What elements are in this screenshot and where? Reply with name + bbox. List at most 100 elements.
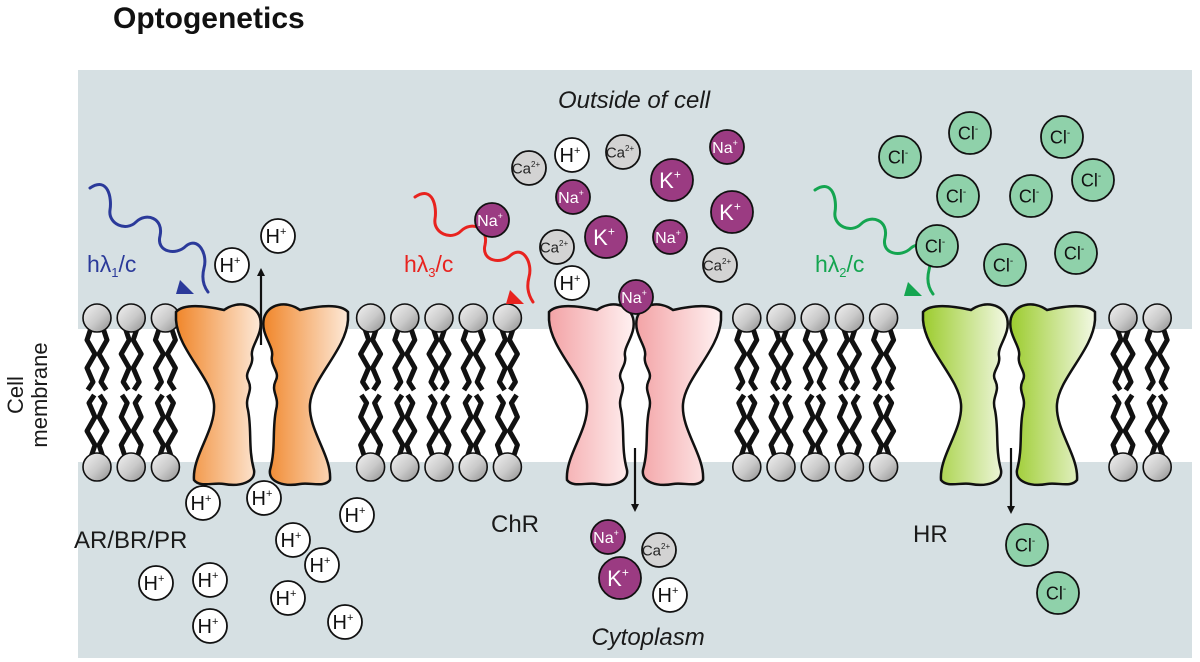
lipid-head <box>458 452 489 482</box>
wave-path <box>413 192 535 304</box>
diagram-title: Optogenetics <box>113 2 305 35</box>
ion-circle <box>555 179 591 215</box>
ion-circle <box>709 129 745 165</box>
channel-hr-right <box>1009 303 1097 487</box>
lipid <box>150 393 181 482</box>
lipid-head <box>116 303 146 333</box>
ion-h: H+ <box>192 608 228 644</box>
ion-symbol: H+ <box>266 226 287 248</box>
lipid-head <box>766 452 796 482</box>
ion-symbol: H+ <box>191 493 212 515</box>
cell-membrane-label-line2: membrane <box>27 342 52 447</box>
ion-h: H+ <box>339 497 375 533</box>
ion-charge: + <box>608 225 615 239</box>
ion-circle <box>605 134 641 170</box>
ion-circle <box>185 485 221 521</box>
ion-charge: 2+ <box>625 144 634 153</box>
lipid <box>355 393 386 482</box>
lipid <box>389 393 420 482</box>
ion-symbol: Na+ <box>712 138 738 157</box>
lipid-head <box>834 303 865 333</box>
ion-cl: Cl- <box>1054 231 1098 275</box>
lipid-head <box>492 303 523 333</box>
lipid <box>800 393 831 482</box>
ion-circle <box>1005 523 1049 567</box>
ion-h: H+ <box>554 137 590 173</box>
ion-charge: - <box>1098 171 1101 182</box>
lipid <box>834 393 865 482</box>
ion-circle <box>554 265 590 301</box>
ion-na: Na+ <box>709 129 745 165</box>
ion-charge: + <box>234 255 240 267</box>
ion-charge: + <box>622 566 629 580</box>
light-wave-chr: hλ3/c <box>404 192 535 304</box>
ion-circle <box>1036 571 1080 615</box>
ion-symbol: Cl- <box>1046 583 1066 603</box>
ion-cl: Cl- <box>1009 174 1053 218</box>
transport-arrows <box>257 268 1015 514</box>
ion-charge: + <box>359 505 365 517</box>
ion-circle <box>304 547 340 583</box>
ion-h: H+ <box>192 562 228 598</box>
channel-ar-br-pr <box>174 303 350 487</box>
ion-charge: + <box>212 570 218 582</box>
pump-label-hr: HR <box>913 521 948 548</box>
ion-charge: + <box>614 528 619 538</box>
lipid-head <box>458 303 489 333</box>
ion-symbol: Cl- <box>993 255 1013 275</box>
lipid-head <box>82 303 112 333</box>
wave-path <box>88 183 210 294</box>
ion-circle <box>192 562 228 598</box>
ion-circle <box>710 190 754 234</box>
lipid-head <box>731 303 762 333</box>
ion-symbol: Cl- <box>1019 186 1039 206</box>
ion-symbol: Cl- <box>925 236 945 256</box>
ion-cl: Cl- <box>936 174 980 218</box>
ion-symbol: Na+ <box>593 528 619 547</box>
ion-circle <box>511 150 547 186</box>
ion-symbol: Cl- <box>1081 170 1101 190</box>
ion-charge: + <box>642 288 647 298</box>
wave-arrowhead <box>176 280 194 294</box>
lipid <box>150 303 181 392</box>
lipid <box>868 393 899 482</box>
ion-symbol: H+ <box>276 588 297 610</box>
lipid <box>458 393 489 482</box>
ion-charge: - <box>963 187 966 198</box>
ion-cl: Cl- <box>1071 158 1115 202</box>
lipid <box>424 303 454 392</box>
channels <box>174 303 1097 487</box>
ion-charge: + <box>676 228 681 238</box>
lipid-head <box>731 452 762 482</box>
lipid <box>82 303 112 392</box>
ion-charge: + <box>290 588 296 600</box>
ion-na: Na+ <box>618 279 654 315</box>
ion-circle <box>584 215 628 259</box>
ion-circle <box>327 604 363 640</box>
lipid-head <box>150 452 181 482</box>
lipid-head <box>424 452 454 482</box>
lipid-head <box>868 303 899 333</box>
lipid-head <box>1142 303 1172 333</box>
lipid <box>116 303 146 392</box>
ion-h: H+ <box>304 547 340 583</box>
ion-na: Na+ <box>590 519 626 555</box>
ion-cl: Cl- <box>948 111 992 155</box>
lipid <box>1108 393 1138 482</box>
lipid-head <box>389 452 420 482</box>
ion-symbol: Na+ <box>655 228 681 247</box>
lipid-bilayer <box>82 303 1172 482</box>
ion-circle <box>246 480 282 516</box>
ion-circle <box>1009 174 1053 218</box>
ion-circle <box>652 219 688 255</box>
lipid-head <box>355 303 386 333</box>
ion-symbol: Na+ <box>477 211 503 230</box>
ion-circle <box>474 202 510 238</box>
lipid-head <box>1142 452 1172 482</box>
lipid <box>389 303 420 392</box>
ion-cl: Cl- <box>1040 115 1084 159</box>
ion-ca: Ca2+ <box>511 150 547 186</box>
ion-symbol: Cl- <box>946 186 966 206</box>
ion-symbol: K+ <box>593 225 615 250</box>
